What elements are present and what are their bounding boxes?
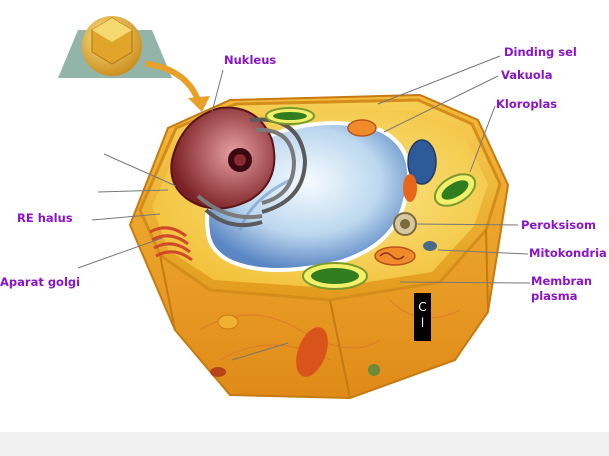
label-aparat-golgi: Aparat golgi — [0, 275, 81, 289]
caption-line-2: l — [420, 316, 425, 330]
nucleus — [170, 106, 276, 210]
curved-arrow-icon — [145, 61, 201, 103]
label-peroksisom: Peroksisom — [521, 218, 596, 232]
chloroplasts — [265, 107, 477, 290]
label-plasma: plasma — [531, 289, 578, 303]
golgi-apparatus — [149, 226, 193, 262]
label-mitokondria: Mitokondria — [529, 246, 607, 260]
label-dinding-sel: Dinding sel — [504, 45, 577, 59]
leader-lines — [77, 55, 531, 361]
label-membran: Membran — [531, 274, 593, 288]
caption-line-1: C — [418, 300, 427, 314]
cell-thumbnail-icon — [58, 16, 172, 78]
peroxisome — [393, 212, 437, 251]
label-kloroplas: Kloroplas — [496, 97, 558, 111]
label-nukleus: Nukleus — [224, 53, 277, 67]
bottom-bar — [0, 432, 609, 456]
label-vakuola: Vakuola — [501, 68, 553, 82]
caption-box: C l — [414, 293, 431, 341]
mitochondria — [347, 119, 417, 266]
label-re-halus: RE halus — [17, 211, 73, 225]
